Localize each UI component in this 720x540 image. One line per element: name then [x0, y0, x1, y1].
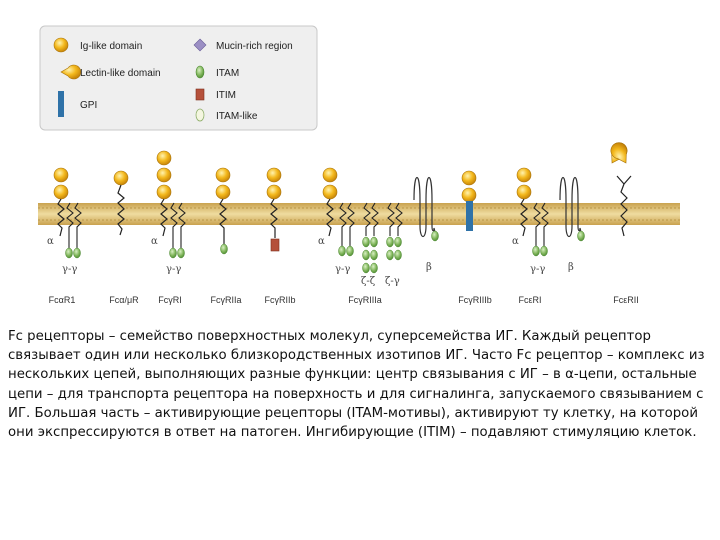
- lectin-domain-icon: [60, 64, 81, 80]
- receptor-fcamr: [113, 170, 129, 236]
- legend-label-mucin: Mucin-rich region: [216, 41, 293, 52]
- chain-label-gamma-fcar1: γ-γ: [62, 264, 77, 275]
- itam-like-icon: [195, 108, 205, 122]
- receptor-fcgriia: [215, 167, 231, 255]
- chain-label-beta-fceri: β: [568, 262, 574, 273]
- receptor-name-fceri-ii: FcεRII: [613, 295, 639, 305]
- receptor-name-fcgriia: FcγRIIa: [210, 295, 241, 305]
- chain-label-gamma-fceri: γ-γ: [530, 264, 545, 275]
- receptor-name-fcgri: FcγRI: [158, 295, 182, 305]
- chain-label-beta-fcgriiia: β: [426, 262, 432, 273]
- receptor-name-fcamr: Fcα/μR: [109, 295, 139, 305]
- chain-label-alpha-fcgri: α: [151, 236, 158, 247]
- receptor-fcgri: [156, 150, 186, 259]
- receptor-fcgriib: [266, 167, 282, 252]
- receptor-name-fcgriiib: FcγRIIIb: [458, 295, 492, 305]
- receptor-name-fcar1: FcαR1: [49, 295, 76, 305]
- ig-domain-icon: [53, 37, 69, 53]
- caption-text: Fc рецепторы – семейство поверхностных м…: [8, 329, 705, 441]
- fc-receptor-diagram: Ig-like domain Lectin-like domain GPI Mu…: [38, 25, 680, 305]
- itam-icon: [195, 65, 205, 79]
- chain-label-alpha-fcar1: α: [47, 236, 54, 247]
- receptor-fceri: [516, 167, 585, 257]
- mucin-region-icon: [193, 38, 207, 52]
- legend: Ig-like domain Lectin-like domain GPI Mu…: [39, 25, 318, 131]
- legend-label-itam: ITAM: [216, 68, 239, 79]
- receptor-name-fcgriib: FcγRIIb: [264, 295, 295, 305]
- receptor-group: α γ-γ α γ-γ α γ-γ ζ-ζ ζ-γ β α γ-γ β FcαR…: [47, 142, 639, 305]
- receptor-fceri-ii: [610, 142, 632, 237]
- receptor-fcar1: [53, 167, 82, 259]
- chain-label-alpha-fcgriiia: α: [318, 236, 325, 247]
- receptor-fcgriiia: [322, 167, 439, 274]
- chain-label-gamma-fcgriiia: γ-γ: [335, 264, 350, 275]
- chain-label-gamma-fcgri: γ-γ: [166, 264, 181, 275]
- cell-membrane: [38, 203, 680, 225]
- receptor-name-fceri: FcεRI: [518, 295, 541, 305]
- legend-label-gpi: GPI: [80, 100, 97, 111]
- receptor-name-fcgriiia: FcγRIIIa: [348, 295, 382, 305]
- chain-label-alpha-fceri: α: [512, 236, 519, 247]
- legend-label-lectin: Lectin-like domain: [80, 68, 161, 79]
- legend-label-itim: ITIM: [216, 90, 236, 101]
- chain-label-zeta-zeta: ζ-ζ: [361, 276, 376, 287]
- receptor-fcgriiib: [461, 170, 477, 231]
- gpi-anchor-icon: [58, 91, 64, 117]
- itim-icon: [195, 88, 205, 101]
- chain-label-zeta-gamma: ζ-γ: [385, 276, 400, 287]
- legend-label-ig: Ig-like domain: [80, 41, 142, 52]
- legend-label-itam-like: ITAM-like: [216, 111, 258, 122]
